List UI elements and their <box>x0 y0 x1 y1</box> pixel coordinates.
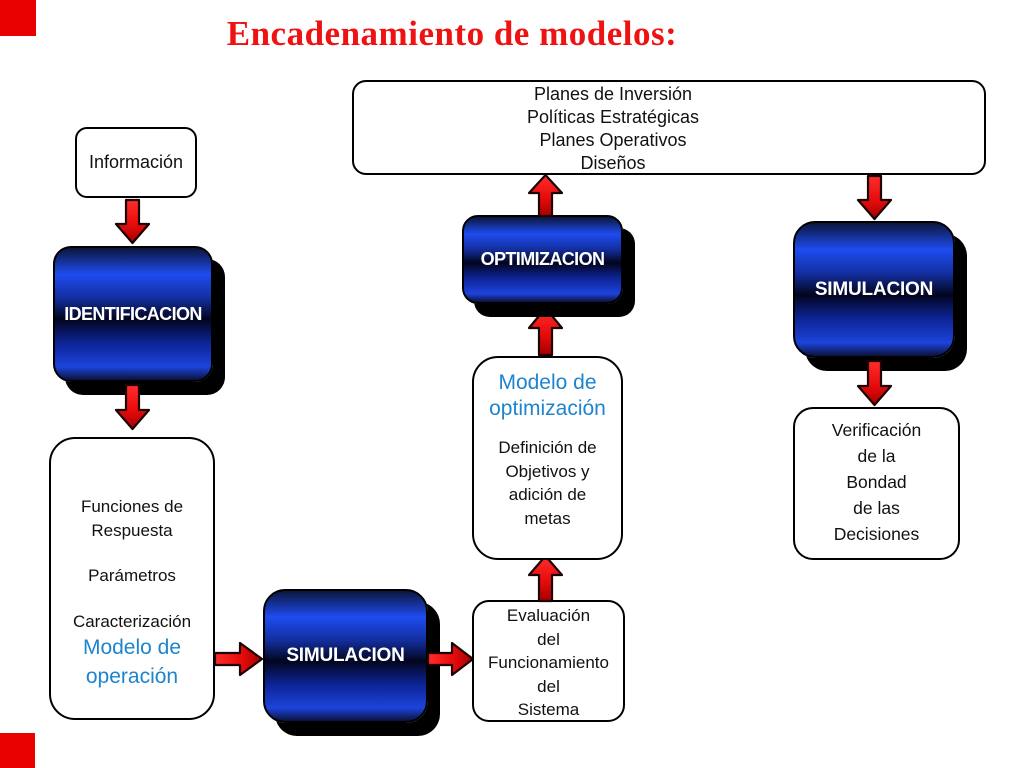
verificacion-line: Verificación <box>831 420 922 440</box>
funciones-blue-line: Modelo de <box>82 636 182 659</box>
informacion-label: Información <box>88 152 184 172</box>
funciones-blue-line: operación <box>85 665 179 688</box>
arrow-right-icon <box>426 641 475 677</box>
modelo-blue-line: Modelo de <box>498 371 597 394</box>
modelo-line: Objetivos y <box>505 461 590 481</box>
arrow-down-icon <box>856 174 893 221</box>
evaluacion-line: del <box>537 629 560 649</box>
corner-square-top-left <box>0 0 36 36</box>
optimizacion-block: OPTIMIZACION <box>462 215 623 304</box>
corner-square-bottom-left <box>0 733 35 768</box>
evaluacion-box: Evaluación del Funcionamiento del Sistem… <box>472 600 625 722</box>
optimizacion-label: OPTIMIZACION <box>480 249 605 269</box>
evaluacion-line: del <box>537 676 560 696</box>
evaluacion-line: Evaluación <box>506 606 591 625</box>
funciones-line: Respuesta <box>91 520 173 540</box>
arrow-down-icon <box>114 198 151 245</box>
verificacion-box: Verificación de la Bondad de las Decisio… <box>793 407 960 560</box>
planes-line: Diseños <box>580 152 646 173</box>
modelo-optimizacion-box: Modelo de optimización Definición de Obj… <box>472 356 623 560</box>
verificacion-line: de la <box>857 446 896 466</box>
arrow-right-icon <box>213 641 264 677</box>
funciones-line: Funciones de <box>80 497 184 516</box>
planes-line: Planes Operativos <box>539 129 687 150</box>
spacer <box>51 542 213 564</box>
planes-line: Políticas Estratégicas <box>526 106 700 127</box>
modelo-line: metas <box>524 508 571 528</box>
modelo-line: Definición de <box>498 438 597 457</box>
funciones-line: Parámetros <box>88 566 176 585</box>
simulacion-bottom-label: SIMULACION <box>286 645 405 666</box>
evaluacion-line: Sistema <box>517 700 580 719</box>
evaluacion-line: Funcionamiento <box>488 653 609 672</box>
verificacion-line: Decisiones <box>833 524 920 544</box>
informacion-box: Información <box>75 127 197 198</box>
modelo-blue-line: optimización <box>489 397 606 420</box>
spacer <box>51 588 213 610</box>
planes-box: Planes de Inversión Políticas Estratégic… <box>352 80 986 175</box>
identificacion-label: IDENTIFICACION <box>64 303 202 324</box>
arrow-up-icon <box>527 554 564 603</box>
identificacion-block: IDENTIFICACION <box>53 246 213 382</box>
simulacion-right-label: SIMULACION <box>814 278 934 300</box>
arrow-up-icon <box>527 306 564 357</box>
modelo-line: adición de <box>508 485 587 504</box>
planes-line: Planes de Inversión <box>533 83 693 104</box>
slide-title: Encadenamiento de modelos: <box>226 14 678 53</box>
simulacion-right-block: SIMULACION <box>793 221 955 358</box>
arrow-down-icon <box>856 359 893 407</box>
funciones-line: Caracterización <box>72 611 192 631</box>
verificacion-line: Bondad <box>846 472 907 492</box>
arrow-up-icon <box>527 173 564 218</box>
funciones-box: Funciones de Respuesta Parámetros Caract… <box>49 437 215 720</box>
modelo-black-group: Definición de Objetivos y adición de met… <box>474 436 621 530</box>
arrow-down-icon <box>114 383 151 431</box>
simulacion-bottom-block: SIMULACION <box>263 589 428 723</box>
verificacion-line: de las <box>853 498 900 518</box>
